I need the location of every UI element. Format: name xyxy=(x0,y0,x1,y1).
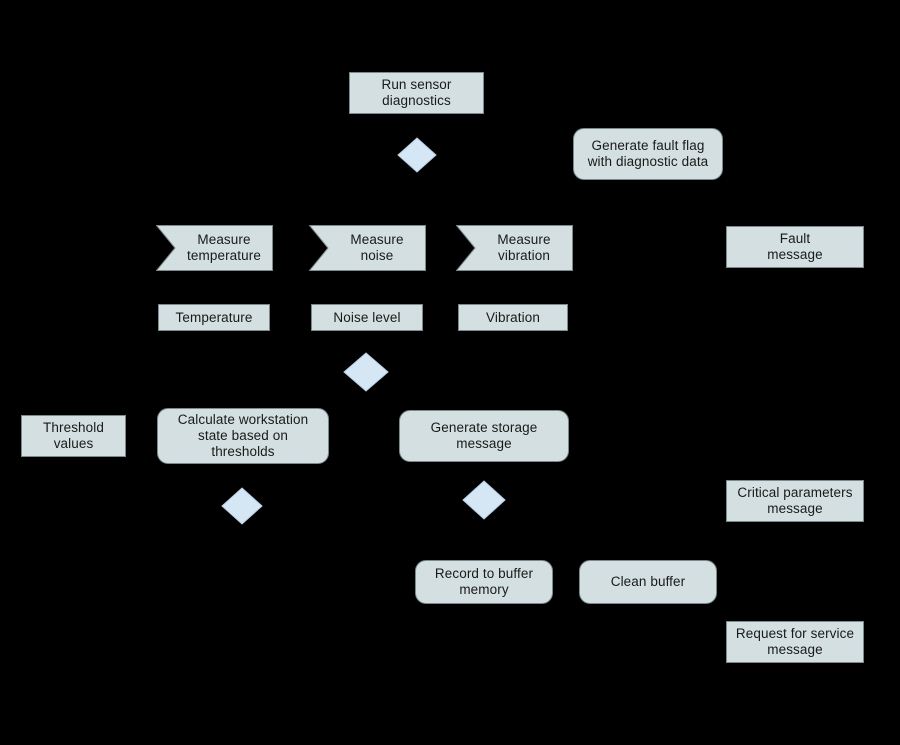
decision-diamond-after-storage[interactable] xyxy=(462,480,506,520)
record-to-buffer-memory-box[interactable]: Record to buffer memory xyxy=(415,560,553,604)
temperature-box[interactable]: Temperature xyxy=(158,304,270,331)
request-for-service-message-box[interactable]: Request for service message xyxy=(726,621,864,663)
critical-parameters-message-box[interactable]: Critical parameters message xyxy=(726,480,864,522)
decision-diamond-after-calculate[interactable] xyxy=(221,487,263,525)
generate-fault-flag-box[interactable]: Generate fault flag with diagnostic data xyxy=(573,128,723,180)
vibration-box[interactable]: Vibration xyxy=(458,304,568,331)
generate-storage-message-box[interactable]: Generate storage message xyxy=(399,410,569,462)
decision-diamond-after-measurements[interactable] xyxy=(343,352,389,392)
threshold-values-box[interactable]: Threshold values xyxy=(21,415,126,457)
measure-temperature-step-label: Measure temperature xyxy=(187,232,261,263)
run-sensor-diagnostics-box[interactable]: Run sensor diagnostics xyxy=(349,72,484,114)
decision-diamond-after-diagnostics[interactable] xyxy=(397,137,437,173)
noise-level-box[interactable]: Noise level xyxy=(311,304,423,331)
measure-noise-step-label: Measure noise xyxy=(350,232,404,263)
calculate-workstation-state-box[interactable]: Calculate workstation state based on thr… xyxy=(157,408,329,464)
clean-buffer-box[interactable]: Clean buffer xyxy=(579,560,717,604)
fault-message-box[interactable]: Fault message xyxy=(726,226,864,268)
measure-vibration-step-label: Measure vibration xyxy=(497,232,551,263)
